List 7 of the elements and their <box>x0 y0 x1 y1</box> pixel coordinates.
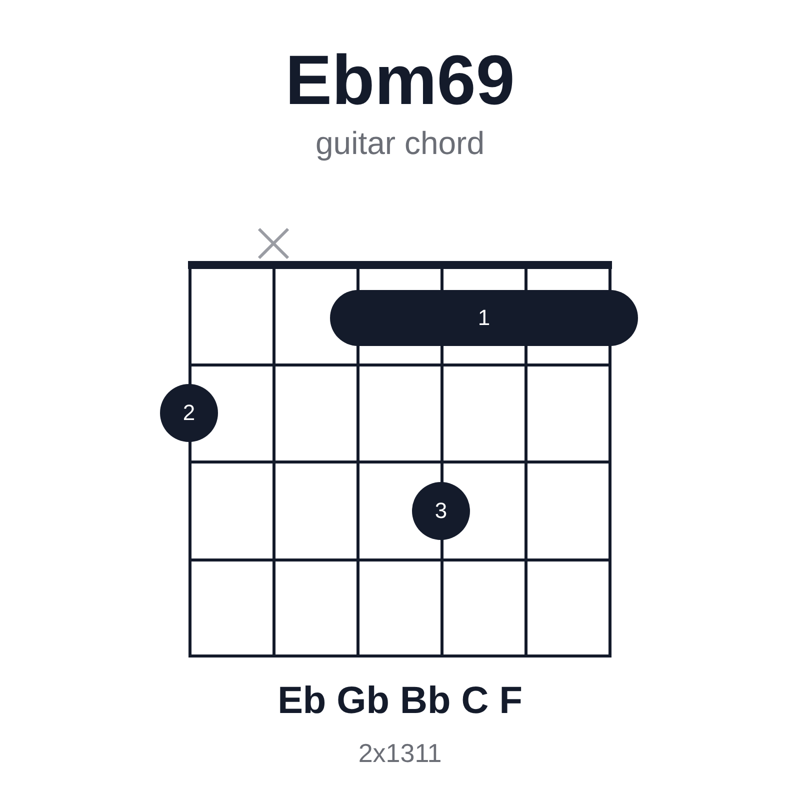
chord-notes: Eb Gb Bb C F <box>278 680 522 723</box>
barre-bar: 1 <box>330 290 638 346</box>
chord-type-subtitle: guitar chord <box>316 125 484 162</box>
finger-dot: 2 <box>160 384 218 442</box>
finger-dot: 3 <box>412 482 470 540</box>
fingering-code: 2x1311 <box>358 738 442 769</box>
chord-title: Ebm69 <box>285 40 515 120</box>
